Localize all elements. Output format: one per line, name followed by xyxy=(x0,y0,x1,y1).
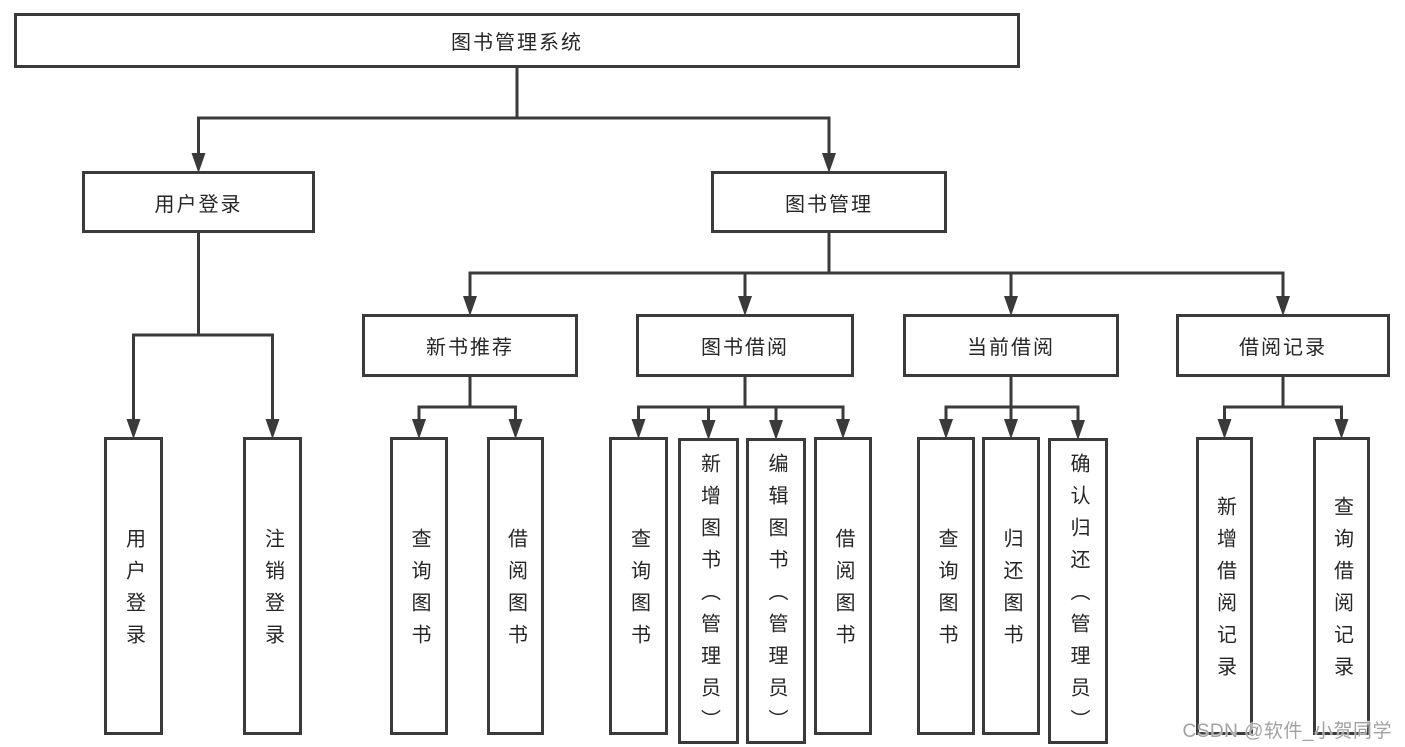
arrowhead-icon xyxy=(1071,420,1085,440)
leaf-add-books-admin: 新增图书（管理员） xyxy=(678,438,739,744)
node-new-book-recommendation: 新书推荐 xyxy=(362,314,578,377)
node-book-management: 图书管理 xyxy=(711,171,947,233)
leaf-user-login-label: 用户登录 xyxy=(122,528,145,656)
leaf-query-books-3-label: 查询图书 xyxy=(935,528,957,656)
leaf-borrow-books-1-label: 借阅图书 xyxy=(504,528,527,656)
arrowhead-icon xyxy=(412,419,426,439)
leaf-add-borrow-record-label: 新增借阅记录 xyxy=(1213,496,1236,688)
node-current-borrowing: 当前借阅 xyxy=(903,314,1119,377)
arrowhead-icon xyxy=(508,419,523,439)
leaf-user-login: 用户登录 xyxy=(104,437,163,735)
arrowhead-icon xyxy=(265,419,280,439)
leaf-confirm-return-admin: 确认归还（管理员） xyxy=(1048,438,1108,744)
arrowhead-icon xyxy=(126,419,141,439)
leaf-query-books-1-label: 查询图书 xyxy=(408,528,430,656)
arrowhead-icon xyxy=(1276,296,1290,316)
arrowhead-icon xyxy=(1217,419,1232,439)
leaf-query-books-2: 查询图书 xyxy=(609,437,668,735)
node-user-login: 用户登录 xyxy=(82,171,315,233)
leaf-add-books-admin-label: 新增图书（管理员） xyxy=(697,453,720,741)
arrowhead-icon xyxy=(1004,296,1018,316)
arrowhead-icon xyxy=(631,419,646,439)
leaf-logout-label: 注销登录 xyxy=(261,528,284,656)
node-book-management-label: 图书管理 xyxy=(785,193,873,216)
node-book-borrowing: 图书借阅 xyxy=(636,314,854,377)
leaf-query-books-1: 查询图书 xyxy=(390,437,448,735)
leaf-query-borrow-record: 查询借阅记录 xyxy=(1313,437,1370,735)
leaf-query-borrow-record-label: 查询借阅记录 xyxy=(1330,496,1353,688)
leaf-return-books-label: 归还图书 xyxy=(1000,528,1022,656)
leaf-borrow-books-2-label: 借阅图书 xyxy=(832,528,854,656)
node-borrowing-records: 借阅记录 xyxy=(1176,314,1390,377)
leaf-logout: 注销登录 xyxy=(243,437,302,735)
leaf-query-books-2-label: 查询图书 xyxy=(627,528,650,656)
arrowhead-icon xyxy=(1004,419,1018,439)
leaf-add-borrow-record: 新增借阅记录 xyxy=(1196,437,1253,735)
arrowhead-icon xyxy=(822,153,836,173)
arrowhead-icon xyxy=(191,153,206,173)
arrowhead-icon xyxy=(1334,419,1349,439)
node-new-book-recommendation-label: 新书推荐 xyxy=(426,337,514,359)
arrowhead-icon xyxy=(463,296,477,316)
arrowhead-icon xyxy=(939,419,953,439)
node-library-management-system-label: 图书管理系统 xyxy=(451,32,583,54)
arrowhead-icon xyxy=(769,420,783,440)
node-user-login-label: 用户登录 xyxy=(154,193,243,216)
node-borrowing-records-label: 借阅记录 xyxy=(1239,337,1327,359)
arrowhead-icon xyxy=(738,296,752,316)
leaf-borrow-books-2: 借阅图书 xyxy=(814,437,872,735)
node-book-borrowing-label: 图书借阅 xyxy=(701,337,789,359)
leaf-confirm-return-admin-label: 确认归还（管理员） xyxy=(1067,453,1089,741)
leaf-edit-books-admin-label: 编辑图书（管理员） xyxy=(765,453,787,741)
leaf-return-books: 归还图书 xyxy=(982,437,1040,735)
arrowhead-icon xyxy=(836,419,850,439)
leaf-edit-books-admin: 编辑图书（管理员） xyxy=(746,438,806,744)
node-library-management-system: 图书管理系统 xyxy=(14,13,1020,68)
node-current-borrowing-label: 当前借阅 xyxy=(967,337,1055,359)
watermark: CSDN @软件_小贺同学 xyxy=(1182,721,1392,742)
arrowhead-icon xyxy=(701,420,716,440)
leaf-query-books-3: 查询图书 xyxy=(917,437,975,735)
leaf-borrow-books-1: 借阅图书 xyxy=(487,437,544,735)
